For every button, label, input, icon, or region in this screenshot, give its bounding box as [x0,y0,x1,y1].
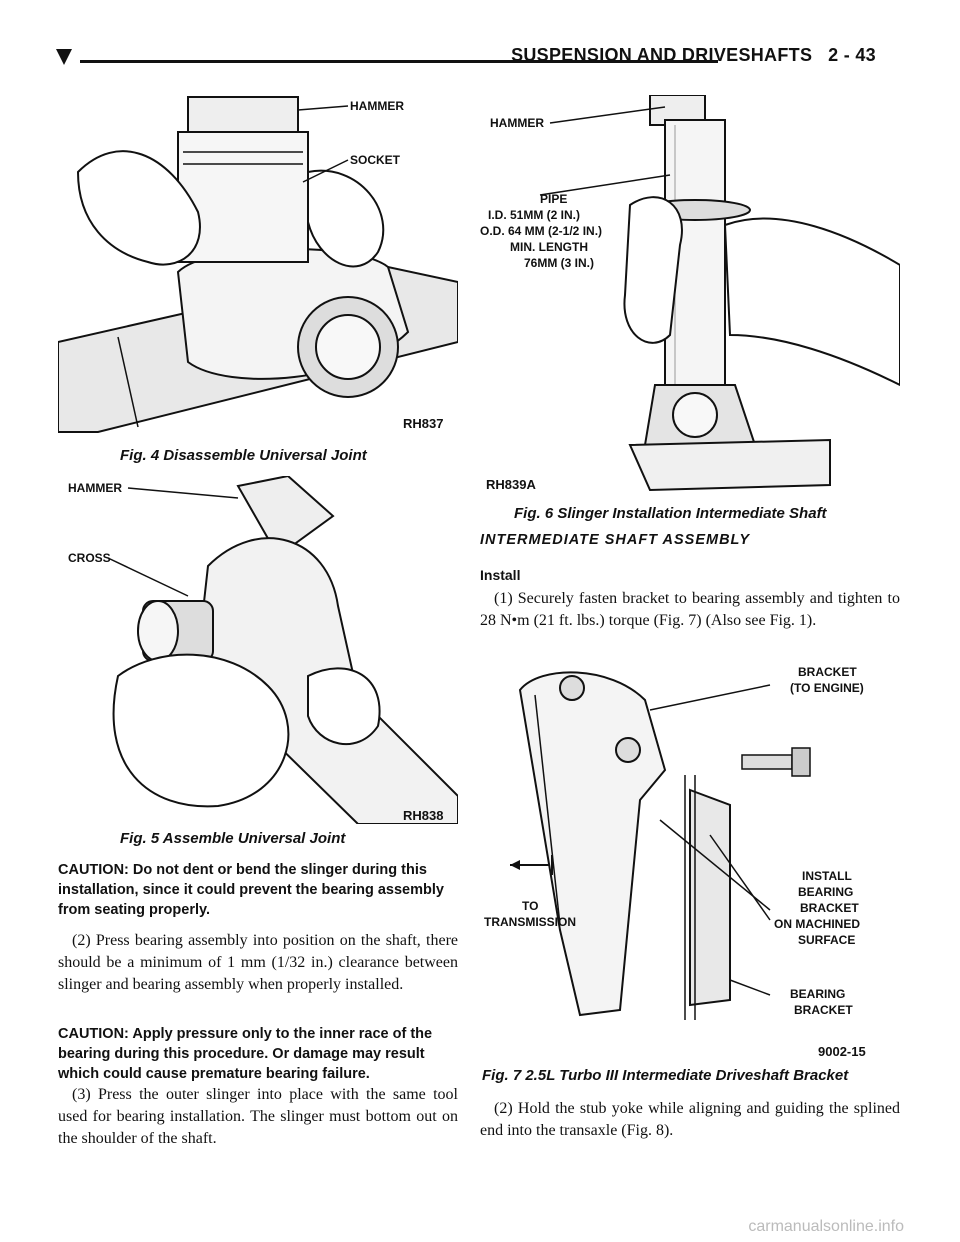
caution-inner-race: CAUTION: Apply pressure only to the inne… [58,1026,433,1082]
fig6-label-76mm: 76MM (3 IN.) [524,256,594,270]
fig6-label-od: O.D. 64 MM (2-1/2 IN.) [480,224,602,238]
step-1-right: (1) Securely fasten bracket to bearing a… [480,590,900,629]
fig6-label-min-length: MIN. LENGTH [510,240,588,254]
fig4-illustration: HAMMER SOCKET RH837 [58,92,458,437]
fig6-label-id: I.D. 51MM (2 IN.) [488,208,580,222]
header-rule [80,60,718,63]
fig4-code: RH837 [403,416,443,431]
step-2-left: (2) Press bearing assembly into position… [58,932,458,993]
fig6-code: RH839A [486,477,536,492]
fig5-label-hammer: HAMMER [68,481,122,495]
step-2-right: (2) Hold the stub yoke while aligning an… [480,1100,900,1139]
fig6-illustration: HAMMER PIPE I.D. 51MM (2 IN.) O.D. 64 MM… [480,95,900,495]
subheading-install: Install [480,567,521,583]
page-number: 2 - 43 [828,45,876,65]
fig7-label-transmission: TRANSMISSION [484,915,576,929]
fig7-label-bracket: BRACKET [798,665,857,679]
fig7-label-to-engine: (TO ENGINE) [790,681,864,695]
header-triangle-icon [56,49,72,65]
watermark: carmanualsonline.info [748,1218,904,1235]
fig5-label-cross: CROSS [68,551,111,565]
page-header: SUSPENSION AND DRIVESHAFTS 2 - 43 [511,45,876,66]
fig7-label-bearing-2: BEARING [790,987,845,1001]
fig6-caption: Fig. 6 Slinger Installation Intermediate… [514,505,827,522]
fig4-label-hammer: HAMMER [350,99,404,113]
step-3-left: (3) Press the outer slinger into place w… [58,1086,458,1147]
fig5-caption: Fig. 5 Assemble Universal Joint [120,830,346,847]
fig5-illustration: HAMMER CROSS RH838 [58,476,458,824]
fig6-label-hammer: HAMMER [490,116,544,130]
fig5-code: RH838 [403,808,443,823]
fig7-caption: Fig. 7 2.5L Turbo III Intermediate Drive… [482,1067,849,1084]
fig4-label-socket: SOCKET [350,153,401,167]
fig7-label-install: INSTALL [802,869,852,883]
fig7-label-bracket-3: BRACKET [794,1003,853,1017]
fig7-label-on-machined: ON MACHINED [774,917,860,931]
fig6-label-pipe: PIPE [540,192,567,206]
header-title: SUSPENSION AND DRIVESHAFTS [511,45,813,65]
section-heading: INTERMEDIATE SHAFT ASSEMBLY [480,532,751,548]
fig7-label-to: TO [522,899,538,913]
fig7-label-surface: SURFACE [798,933,855,947]
fig7-label-bearing: BEARING [798,885,853,899]
caution-slinger: CAUTION: Do not dent or bend the slinger… [58,862,444,918]
fig7-label-bracket2: BRACKET [800,901,859,915]
fig7-illustration: BRACKET (TO ENGINE) INSTALL BEARING BRAC… [480,660,900,1060]
fig7-code: 9002-15 [818,1044,866,1059]
fig4-caption: Fig. 4 Disassemble Universal Joint [120,447,367,464]
